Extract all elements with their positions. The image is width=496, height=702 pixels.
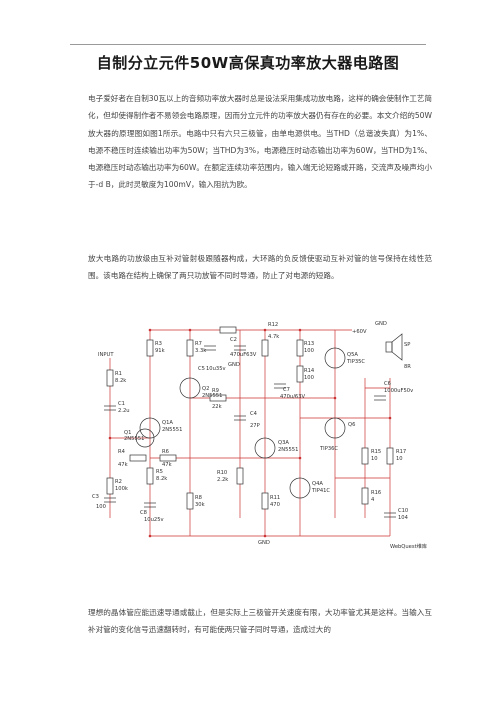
title-rule (70, 44, 426, 45)
label-r8: R8 (195, 495, 202, 501)
label-r14: R14 (304, 368, 315, 374)
label-c4: C4 (250, 411, 258, 417)
label-q2: Q2 (202, 386, 209, 392)
label-r16: R16 (371, 490, 381, 496)
label-gnd-top: GND (375, 321, 387, 327)
label-c7: C7 (283, 387, 290, 393)
label-r9-value: 22k (212, 404, 222, 410)
label-gnd-bot: GND (258, 540, 270, 546)
label-r4: R4 (118, 449, 126, 455)
label-r15: R15 (371, 449, 381, 455)
label-r13-value: 100 (304, 348, 314, 354)
label-c4-value: 27P (250, 423, 260, 429)
label-c7-value: 470u/63V (280, 394, 306, 400)
label-sp-value: 8R (404, 364, 411, 370)
label-q2-value: 2N5551 (202, 393, 222, 399)
label-q3a: Q3A (278, 440, 289, 446)
label-r7: R7 (195, 341, 202, 347)
label-c2-value: 470uF63V (230, 352, 257, 358)
paragraph-switching: 理想的晶体管应能迅速导通或截止，但是实际上三极管开关速度有限，大功率管尤其是这样… (88, 608, 432, 635)
label-c5: C5 (198, 366, 205, 372)
label-input: INPUT (98, 352, 114, 358)
label-c6-value: 1000uF50v (384, 388, 413, 394)
label-q6-value: TIP36C (319, 446, 338, 452)
label-q6: Q6 (348, 422, 355, 428)
label-r6: R6 (162, 449, 169, 455)
label-c8-value: 10u25v (144, 517, 164, 523)
label-c2: C2 (230, 337, 237, 343)
label-c10-value: 104 (398, 515, 409, 521)
label-q4a: Q4A (312, 481, 323, 487)
label-c10: C10 (398, 508, 408, 514)
label-r1-value: 8.2k (115, 378, 126, 384)
label-r12-value: 4.7k (268, 334, 279, 340)
circuit-schematic: INPUT +60V GND GND GND R1 8.2k C1 2.2u Q… (92, 321, 427, 550)
label-r15-value: 10 (371, 456, 378, 462)
label-r6-value: 47k (162, 462, 172, 468)
label-r11: R11 (270, 495, 280, 501)
label-sp: SP (404, 342, 410, 348)
label-c6: C6 (384, 381, 391, 387)
label-c3: C3 (92, 494, 99, 500)
label-q1a-value: 2N5551 (162, 427, 182, 433)
label-r7-value: 3.3k (195, 348, 206, 354)
label-r8-value: 30k (195, 502, 205, 508)
label-q1a: Q1A (162, 420, 173, 426)
label-r16-value: 4 (371, 497, 375, 503)
label-c8: C8 (140, 510, 147, 516)
label-r1: R1 (115, 371, 122, 377)
label-r10: R10 (217, 470, 227, 476)
label-r11-value: 470 (270, 502, 280, 508)
label-c1: C1 (118, 401, 125, 407)
paragraph-intro: 电子爱好者在自制30瓦以上的音频功率放大器时总是设法采用集成功放电路，这样的确会… (88, 94, 432, 190)
label-q5a-value: TIP35C (346, 359, 365, 365)
label-r13: R13 (304, 341, 314, 347)
label-r9: R9 (212, 388, 219, 394)
label-r2: R2 (115, 479, 122, 485)
watermark-label: WebQuest维库 (390, 542, 427, 550)
label-gnd-mid: GND (228, 362, 240, 368)
label-q1: Q1 (124, 430, 131, 436)
label-r3: R3 (155, 341, 162, 347)
label-vcc: +60V (352, 329, 367, 335)
label-r2-value: 100k (115, 486, 128, 492)
label-r10-value: 2.2k (217, 477, 228, 483)
article-title: 自制分立元件50W高保真功率放大器电路图 (96, 54, 400, 72)
label-r3-value: 91k (155, 348, 165, 354)
paragraph-circuit: 放大电路的功放级由互补对管射极跟随器构成，大环路的负反馈使驱动互补对管的信号保持… (88, 254, 432, 281)
label-q3a-value: 2N5551 (278, 447, 298, 453)
label-r4-value: 47k (118, 462, 128, 468)
label-q1-value: 2N5551 (124, 436, 144, 442)
label-c5-value: 10u35v (206, 366, 226, 372)
label-c1-value: 2.2u (118, 408, 130, 414)
label-r14-value: 100 (304, 375, 314, 381)
label-r17: R17 (396, 449, 406, 455)
label-q5a: Q5A (347, 352, 358, 358)
label-r5: R5 (156, 469, 163, 475)
label-r12: R12 (268, 322, 278, 328)
label-r17-value: 10 (396, 456, 403, 462)
label-q4a-value: TIP41C (311, 488, 330, 494)
label-c3-value: 100 (96, 504, 106, 510)
label-r5-value: 8.2k (156, 476, 167, 482)
